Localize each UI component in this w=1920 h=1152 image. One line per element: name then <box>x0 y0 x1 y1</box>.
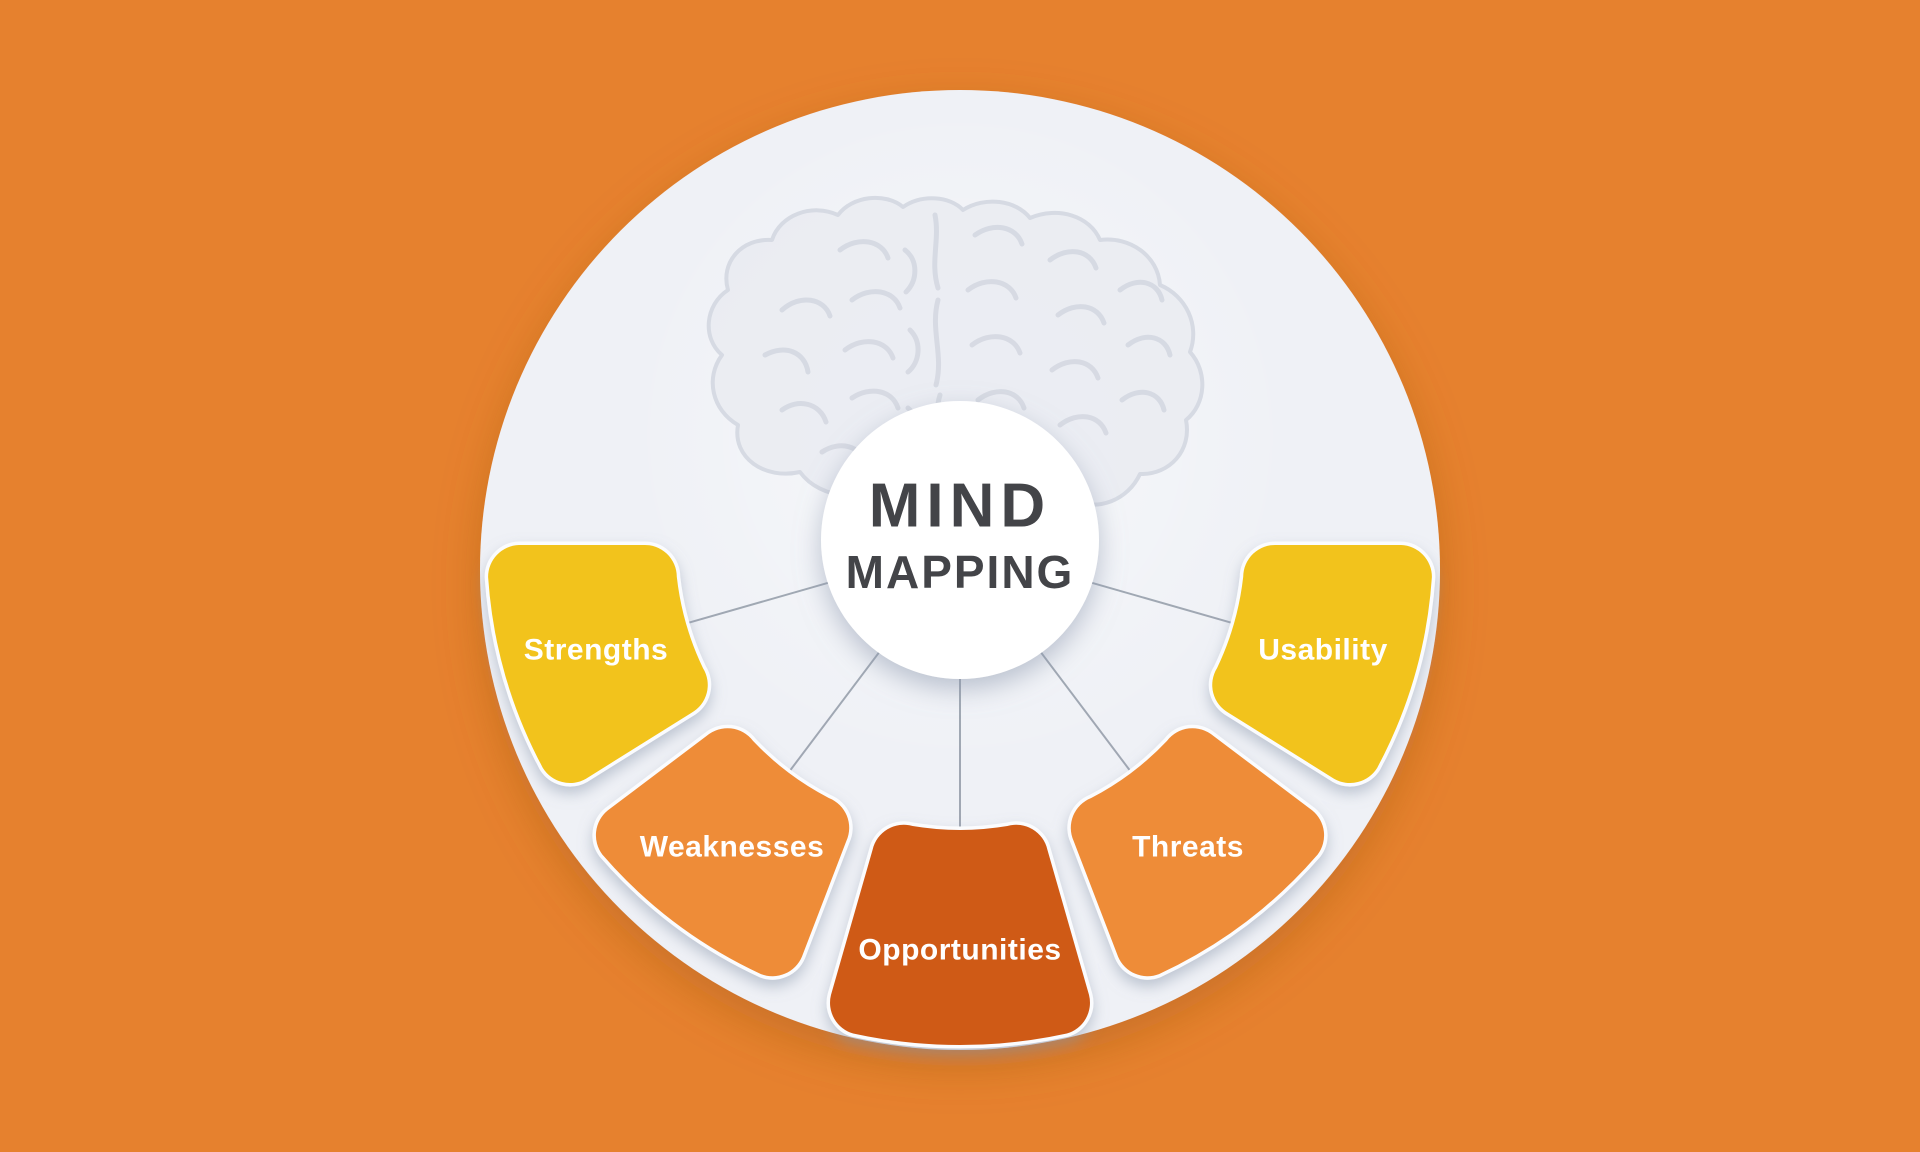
petal-weaknesses <box>592 724 853 980</box>
petal-usability <box>1208 541 1436 787</box>
brain-folds <box>762 212 1173 473</box>
petal-label-usability: Usability <box>1258 634 1388 667</box>
center-title-line2: MAPPING <box>846 546 1075 598</box>
petal-label-weaknesses: Weaknesses <box>640 831 825 864</box>
petal-opportunities <box>826 821 1094 1049</box>
petal-strengths <box>484 541 712 787</box>
brain-icon <box>706 195 1205 518</box>
petal-label-threats: Threats <box>1132 831 1244 864</box>
petal-label-strengths: Strengths <box>524 634 669 667</box>
center-title-line1: MIND <box>869 472 1051 541</box>
petal-threats <box>1067 724 1328 980</box>
center-circle <box>821 401 1099 679</box>
petal-label-opportunities: Opportunities <box>858 934 1061 967</box>
brain-outline <box>706 195 1205 518</box>
